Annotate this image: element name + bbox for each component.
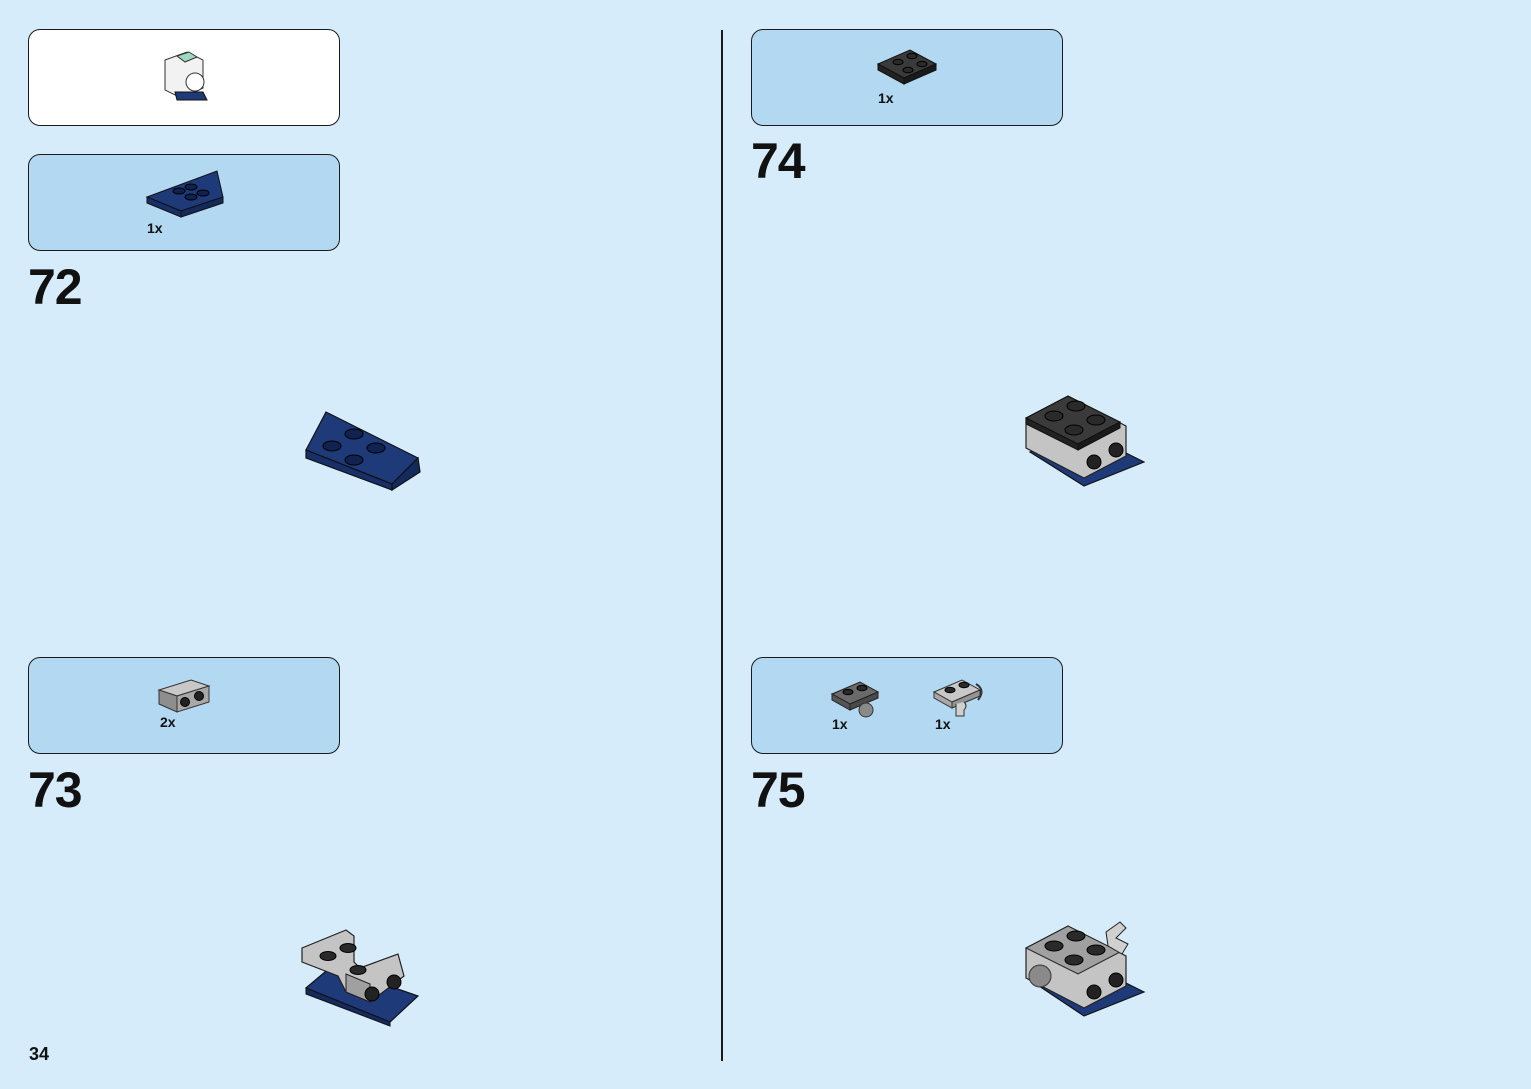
step-72-build-image [305, 411, 421, 492]
step-number: 74 [751, 133, 806, 189]
parts-callout-step-75: 1x 1x [751, 657, 1063, 754]
part-quantity: 1x [832, 716, 848, 732]
subassembly-model-image [164, 51, 208, 101]
step-73-build-image [301, 929, 420, 1027]
black-plate-2x2-icon [876, 49, 938, 85]
step-number: 73 [28, 762, 83, 818]
dark-gray-plate-with-ball-icon [830, 681, 880, 718]
step-74-build-image [1024, 395, 1146, 487]
page-divider [721, 30, 723, 1061]
part-quantity: 2x [160, 714, 176, 730]
step-number: 75 [751, 762, 806, 818]
step-75-build-image [1024, 921, 1146, 1017]
parts-callout-step-74: 1x [751, 29, 1063, 126]
part-quantity: 1x [878, 90, 894, 106]
parts-callout-step-72: 1x [28, 154, 340, 251]
parts-callout-step-73: 2x [28, 657, 340, 754]
part-quantity: 1x [935, 716, 951, 732]
subassembly-callout [28, 29, 340, 126]
page-number: 34 [29, 1044, 50, 1064]
dark-blue-wedge-plate-icon [145, 170, 224, 218]
light-gray-plate-with-clip-icon [932, 679, 983, 717]
part-quantity: 1x [147, 220, 163, 236]
step-number: 72 [28, 259, 83, 315]
light-gray-bracket-icon [157, 679, 211, 713]
